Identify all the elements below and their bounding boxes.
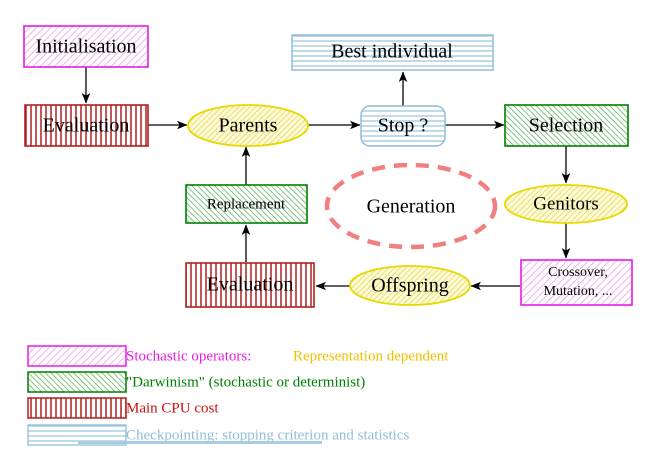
- node-initialisation[interactable]: Initialisation: [23, 25, 149, 68]
- legend-label-stochastic: Stochastic operators:: [126, 348, 251, 364]
- node-crossover-label-line2: Mutation, ...: [544, 284, 613, 299]
- node-evaluation-top[interactable]: Evaluation: [24, 104, 149, 147]
- node-offspring[interactable]: Offspring: [349, 265, 471, 306]
- node-selection-label: Selection: [529, 115, 603, 137]
- legend-swatch-stochastic: [27, 345, 127, 367]
- legend: Stochastic operators: Representation dep…: [27, 345, 449, 446]
- legend-label-darwinism: "Darwinism" (stochastic or determinist): [126, 374, 365, 390]
- legend-label-representation: Representation dependent: [293, 348, 449, 364]
- node-parents-label: Parents: [219, 115, 278, 137]
- node-stop[interactable]: Stop ?: [360, 105, 446, 147]
- legend-label-cpu: Main CPU cost: [126, 400, 219, 416]
- node-replacement[interactable]: Replacement: [185, 184, 308, 224]
- node-generation-label: Generation: [367, 196, 456, 218]
- node-crossover[interactable]: Crossover, Mutation, ...: [520, 259, 633, 306]
- node-genitors-label: Genitors: [533, 193, 598, 214]
- node-best-individual[interactable]: Best individual: [291, 34, 494, 71]
- legend-row-darwinism: "Darwinism" (stochastic or determinist): [27, 371, 365, 393]
- node-evaluation-bottom[interactable]: Evaluation: [185, 262, 315, 308]
- legend-swatch-cpu: [27, 397, 127, 419]
- node-best-individual-label: Best individual: [331, 41, 453, 63]
- node-parents[interactable]: Parents: [187, 104, 309, 147]
- node-selection[interactable]: Selection: [504, 104, 629, 147]
- node-crossover-label-line1: Crossover,: [548, 265, 608, 280]
- node-genitors[interactable]: Genitors: [504, 184, 628, 224]
- legend-row-stochastic: Stochastic operators: Representation dep…: [27, 345, 449, 367]
- node-stop-label: Stop ?: [378, 115, 429, 137]
- node-generation: Generation: [324, 162, 498, 250]
- node-replacement-label: Replacement: [207, 196, 286, 212]
- legend-row-cpu: Main CPU cost: [27, 397, 219, 419]
- node-evaluation-bottom-label: Evaluation: [207, 274, 294, 296]
- legend-swatch-checkpoint: [27, 424, 127, 446]
- legend-row-checkpoint: Checkpointing: stopping criterion and st…: [27, 424, 409, 446]
- legend-label-checkpoint: Checkpointing: stopping criterion and st…: [126, 427, 409, 443]
- bottom-rule: [78, 441, 322, 444]
- legend-swatch-darwinism: [27, 371, 127, 393]
- node-offspring-label: Offspring: [371, 275, 448, 297]
- node-initialisation-label: Initialisation: [35, 36, 136, 58]
- node-evaluation-top-label: Evaluation: [43, 115, 130, 137]
